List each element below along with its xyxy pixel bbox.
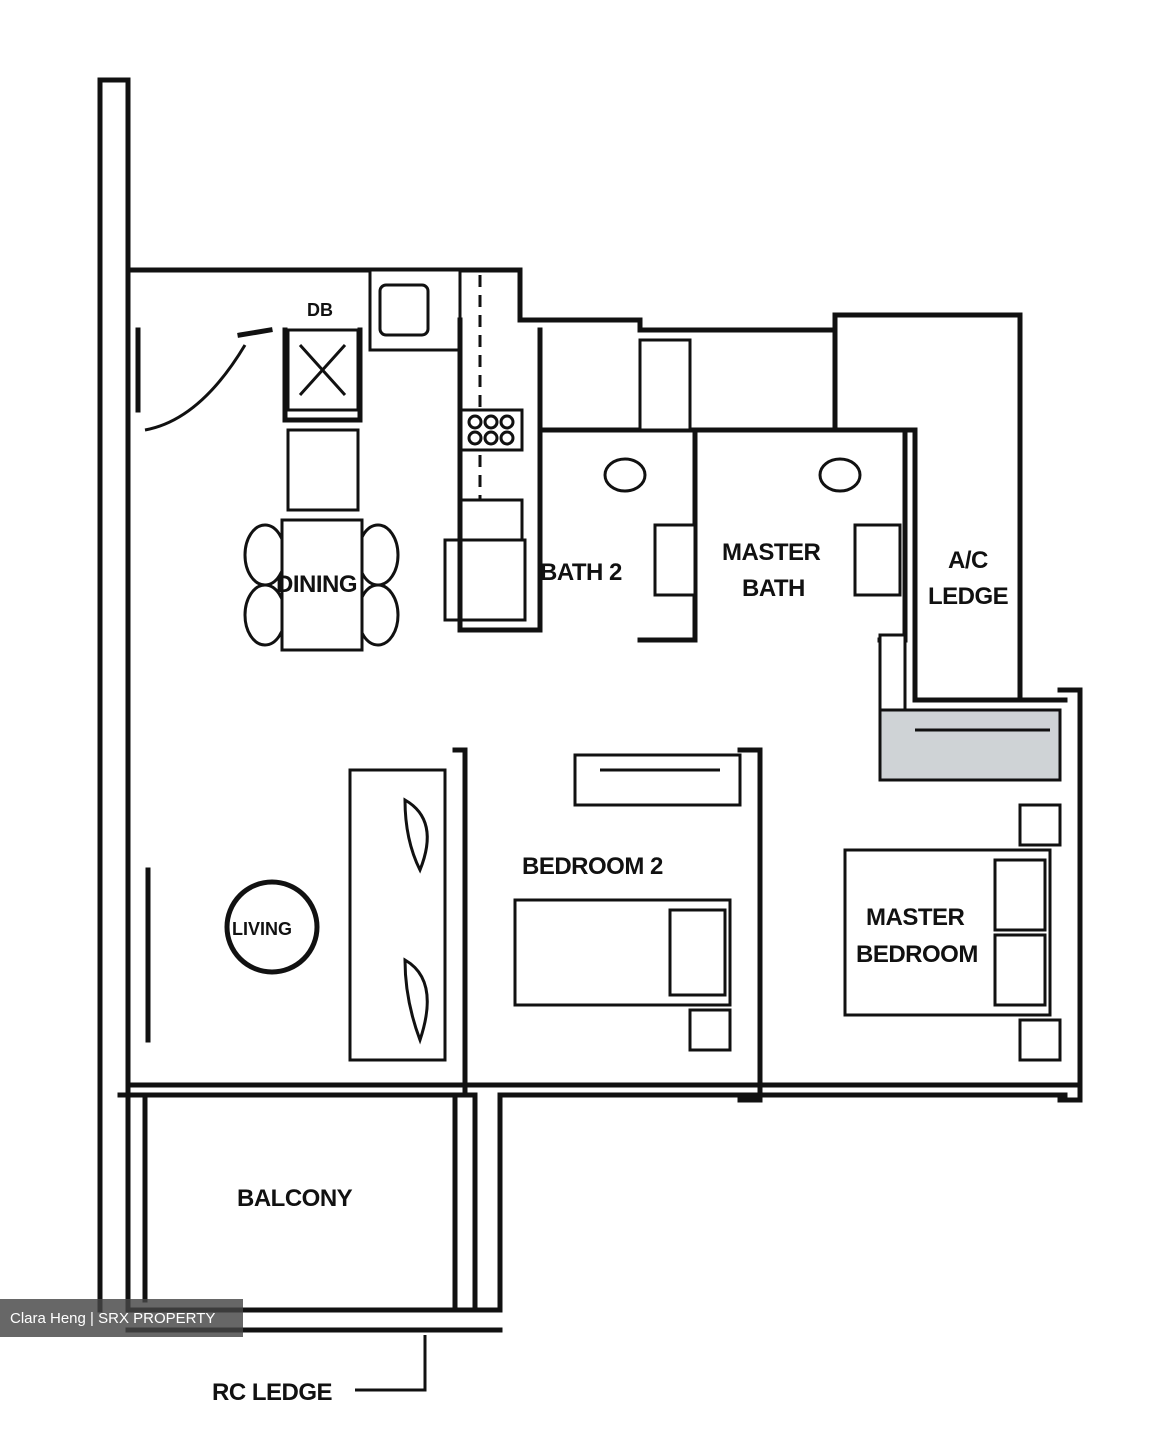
kitchen <box>282 268 543 633</box>
watermark-text: Clara Heng | SRX PROPERTY <box>10 1309 216 1327</box>
bath-2 <box>537 338 698 643</box>
dining-table <box>243 518 400 652</box>
label-balcony: BALCONY <box>237 1185 353 1212</box>
basin-master-bath <box>853 523 902 597</box>
ac-ledge-fixture <box>878 708 1062 782</box>
label-master-bedroom-2: BEDROOM <box>856 941 978 968</box>
label-living: LIVING <box>232 919 292 939</box>
label-ac-ledge-1: A/C <box>948 547 988 574</box>
living-bedroom-walls <box>348 747 763 1103</box>
fridge <box>286 428 360 512</box>
basin-bath2 <box>653 523 697 597</box>
label-master-bath-1: MASTER <box>722 539 821 566</box>
label-ac-ledge-2: LEDGE <box>928 583 1009 610</box>
label-rc-ledge: RC LEDGE <box>212 1379 333 1406</box>
rc-ledge-leader <box>355 1335 427 1392</box>
shower-bath2 <box>638 338 692 432</box>
ac-ledge <box>878 427 1083 1103</box>
wardrobe-bedroom2 <box>573 753 742 807</box>
watermark: Clara Heng | SRX PROPERTY <box>0 1299 243 1337</box>
bedroom2-bed <box>513 898 732 1052</box>
toilet-master-bath <box>818 457 862 493</box>
master-bath <box>692 327 908 643</box>
label-master-bedroom-1: MASTER <box>866 904 965 931</box>
balcony <box>117 1082 1083 1333</box>
label-master-bath-2: BATH <box>742 575 805 602</box>
label-bath2: BATH 2 <box>540 559 622 586</box>
exterior-walls <box>97 77 1023 1313</box>
sink <box>378 283 430 337</box>
toilet-bath2 <box>603 457 647 493</box>
label-db: DB <box>307 300 333 320</box>
label-dining: DINING <box>276 571 357 598</box>
master-bedroom-bed <box>843 803 1062 1062</box>
entry-door-swing <box>144 344 247 432</box>
living-marker <box>224 879 320 975</box>
sofa <box>348 768 447 1062</box>
label-bedroom2: BEDROOM 2 <box>522 853 663 880</box>
